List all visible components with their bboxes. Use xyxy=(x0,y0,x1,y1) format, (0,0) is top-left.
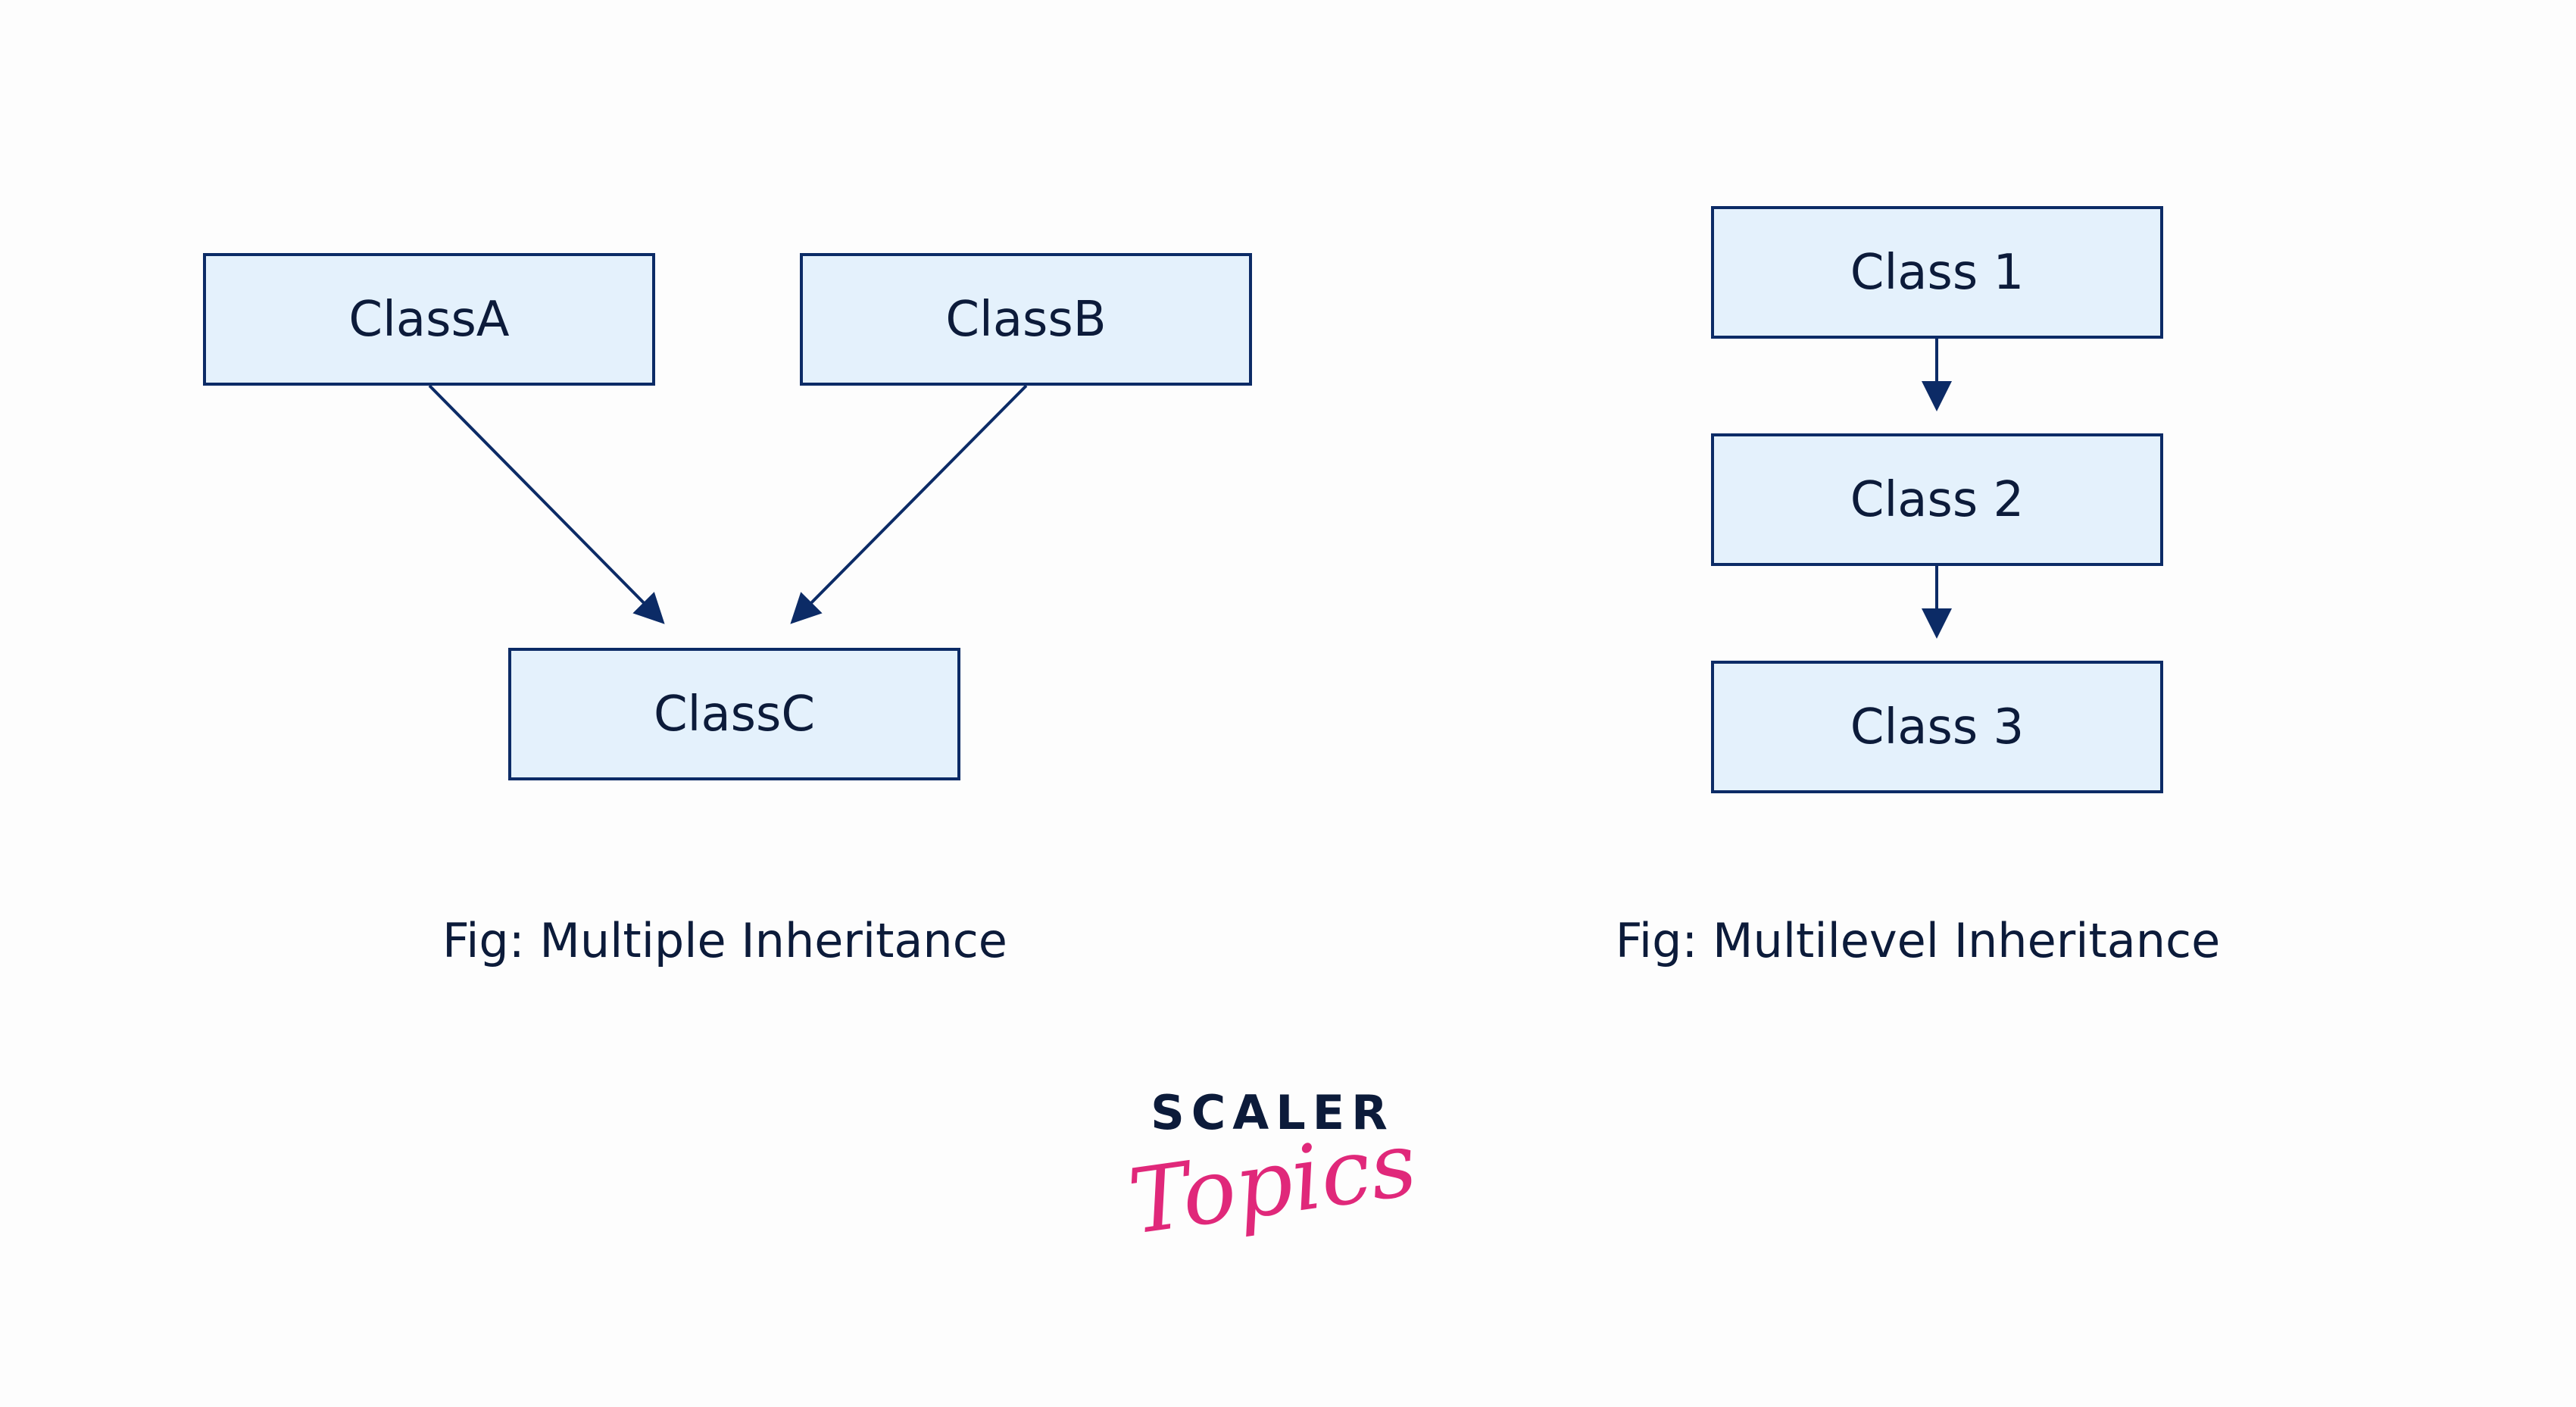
class-1-label: Class 1 xyxy=(1850,244,2025,301)
arrow-classb-to-classc xyxy=(790,384,1028,624)
class-a-box: ClassA xyxy=(203,253,655,386)
class-2-box: Class 2 xyxy=(1711,433,2163,566)
multiple-inheritance-caption: Fig: Multiple Inheritance xyxy=(442,913,1007,968)
scaler-topics-logo: SCALER Topics xyxy=(1123,1076,1454,1296)
class-a-label: ClassA xyxy=(348,291,510,348)
class-3-box: Class 3 xyxy=(1711,661,2163,793)
multilevel-inheritance-caption: Fig: Multilevel Inheritance xyxy=(1615,913,2221,968)
class-c-box: ClassC xyxy=(508,648,960,780)
class-1-box: Class 1 xyxy=(1711,206,2163,339)
class-b-box: ClassB xyxy=(800,253,1252,386)
class-c-label: ClassC xyxy=(653,686,816,743)
class-2-label: Class 2 xyxy=(1850,471,2025,528)
class-3-label: Class 3 xyxy=(1850,699,2025,755)
arrow-classa-to-classc xyxy=(428,384,665,624)
logo-wordmark: SCALER xyxy=(1151,1085,1394,1140)
class-b-label: ClassB xyxy=(945,291,1107,348)
